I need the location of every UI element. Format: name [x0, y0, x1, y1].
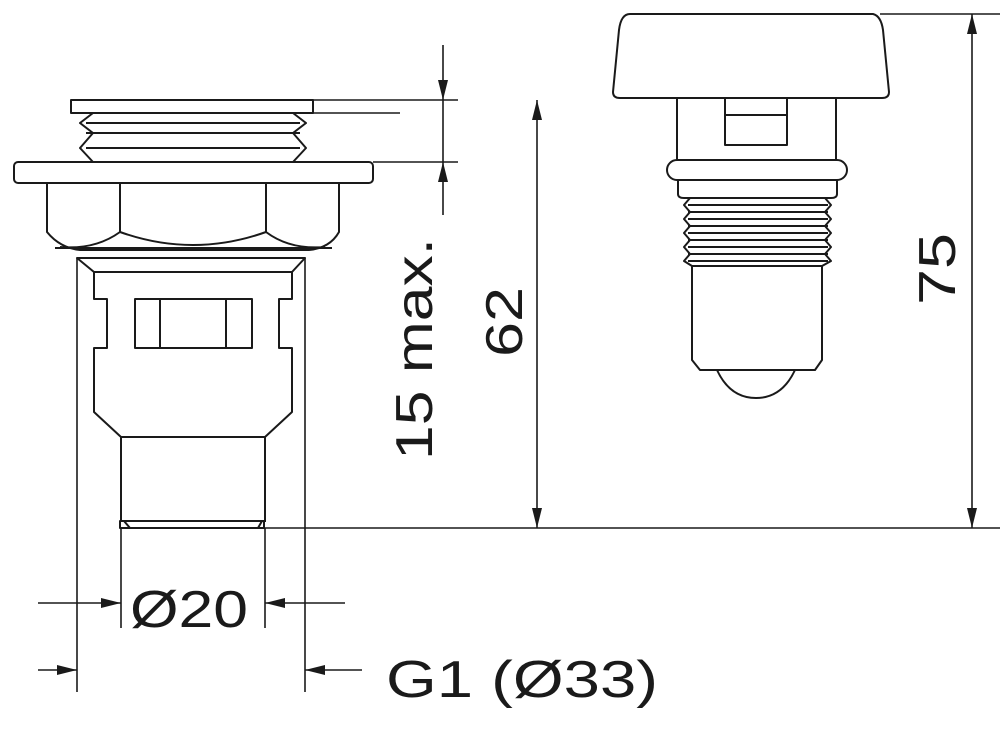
label-panel-thickness: 15 max.	[386, 238, 444, 460]
collar	[677, 180, 838, 199]
label-height-right: 75	[909, 233, 967, 305]
mounted-fitting-view	[13, 99, 374, 529]
dim-height-right: 75	[909, 14, 977, 528]
dim-thread-size: G1 (Ø33)	[38, 651, 658, 709]
dome-tip	[716, 369, 796, 399]
dim-inner-diameter: Ø20	[38, 581, 345, 639]
extension-lines	[76, 13, 1000, 692]
dim-panel-thickness: 15 max.	[386, 45, 448, 460]
dim-height-left: 62	[476, 100, 542, 528]
label-height-left: 62	[476, 287, 534, 357]
cap	[612, 13, 890, 99]
body-upper	[76, 257, 306, 438]
insert-body	[691, 266, 823, 371]
top-plate	[70, 99, 314, 114]
valve-insert-view	[612, 13, 890, 399]
label-inner-diameter: Ø20	[130, 581, 248, 639]
wrench-window	[134, 298, 253, 349]
hex-nut	[46, 183, 340, 251]
stem	[676, 98, 837, 160]
label-thread-size: G1 (Ø33)	[386, 651, 658, 709]
thread-upper	[79, 112, 307, 163]
thread-lower	[683, 197, 832, 267]
o-ring	[666, 159, 848, 181]
body-lower	[119, 437, 266, 529]
flange	[13, 161, 374, 184]
